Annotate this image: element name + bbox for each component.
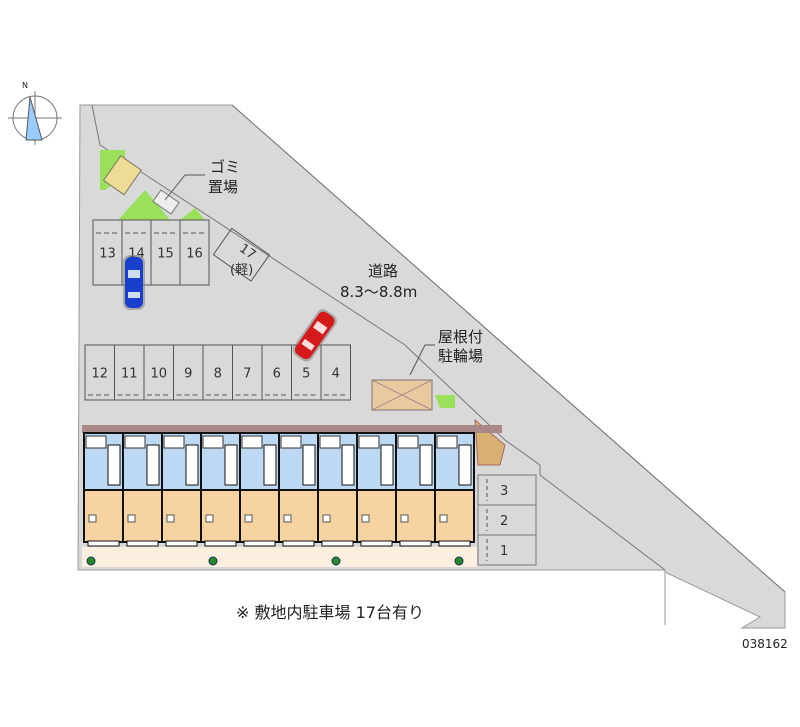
- parking-space: 15: [150, 219, 181, 286]
- bike-parking-label: 屋根付: [438, 328, 483, 346]
- apartment-unit: [434, 432, 475, 547]
- parking-space-number: 1: [500, 544, 508, 559]
- parking-space-number: 16: [186, 247, 203, 262]
- parking-middle-row: 12 11 10 9 8 7 6 5 4: [84, 344, 351, 401]
- parking-space: 12: [84, 344, 115, 401]
- apartment-unit: [356, 432, 397, 547]
- tree-icon: [86, 556, 96, 566]
- parking-space: 9: [173, 344, 204, 401]
- parking-count-note: ※ 敷地内駐車場 17台有り: [236, 603, 424, 622]
- apartment-unit: [122, 432, 163, 547]
- compass-icon: N: [8, 81, 62, 145]
- garbage-area: [152, 189, 180, 215]
- parking-space-number: 15: [157, 247, 174, 262]
- parking-space-number: 8: [214, 367, 222, 382]
- building-walkway: [82, 425, 502, 433]
- tree-icon: [454, 556, 464, 566]
- parking-space: 4: [320, 344, 351, 401]
- parking-space-number: 12: [91, 367, 108, 382]
- apartment-units: [83, 432, 475, 547]
- greenery: [118, 190, 170, 220]
- compass-north-label: N: [22, 81, 28, 90]
- garbage-label: ゴミ: [210, 158, 240, 176]
- road-edge: [231, 104, 786, 593]
- parking-space-number: 2: [500, 514, 508, 529]
- greenery: [435, 395, 455, 408]
- apartment-unit: [395, 432, 436, 547]
- apartment-unit: [278, 432, 319, 547]
- car-red-icon: [292, 309, 337, 362]
- car-blue-icon: [123, 255, 145, 310]
- apartment-unit: [200, 432, 241, 547]
- parking-space-number: 9: [184, 367, 192, 382]
- parking-space-number: 11: [121, 367, 138, 382]
- parking-space: 1: [477, 534, 537, 566]
- parking-space: 2: [477, 504, 537, 536]
- tree-icon: [331, 556, 341, 566]
- parking-space-number: 13: [99, 247, 116, 262]
- parking-space: 10: [143, 344, 174, 401]
- garbage-label: 置場: [208, 178, 238, 196]
- tree-icon: [208, 556, 218, 566]
- apartment-unit: [161, 432, 202, 547]
- bike-parking-roof-line: [371, 379, 433, 411]
- parking-space-number: 7: [243, 367, 251, 382]
- road-boundary: [91, 104, 666, 571]
- parking-space-number: 5: [302, 367, 310, 382]
- building-front-path: [82, 547, 477, 567]
- bike-parking-label: 駐輪場: [438, 347, 483, 365]
- parking-right-column: 3 2 1: [477, 474, 537, 566]
- apartment-unit: [317, 432, 358, 547]
- parking-space: 11: [114, 344, 145, 401]
- parking-space-number: 3: [500, 484, 508, 499]
- light-car-note: (軽): [230, 263, 253, 278]
- parking-space: 3: [477, 474, 537, 506]
- garbage-area: [102, 155, 142, 196]
- greenery: [180, 208, 205, 220]
- apartment-unit: [239, 432, 280, 547]
- bike-leader-line: [409, 344, 435, 376]
- property-code: 038162: [742, 637, 788, 651]
- parking-space: 13: [92, 219, 123, 286]
- apartment-unit: [83, 432, 124, 547]
- parking-space-number: 6: [273, 367, 281, 382]
- garbage-leader-line: [164, 174, 205, 201]
- road-width-label: 8.3～8.8m: [340, 283, 417, 301]
- parking-space: 7: [232, 344, 263, 401]
- parking-space: 6: [261, 344, 292, 401]
- parking-space: 8: [202, 344, 233, 401]
- parking-space-number: 10: [150, 367, 167, 382]
- parking-space-number: 4: [332, 367, 340, 382]
- road-label: 道路: [368, 262, 398, 280]
- trees: [86, 556, 464, 566]
- parking-space: 16: [179, 219, 210, 286]
